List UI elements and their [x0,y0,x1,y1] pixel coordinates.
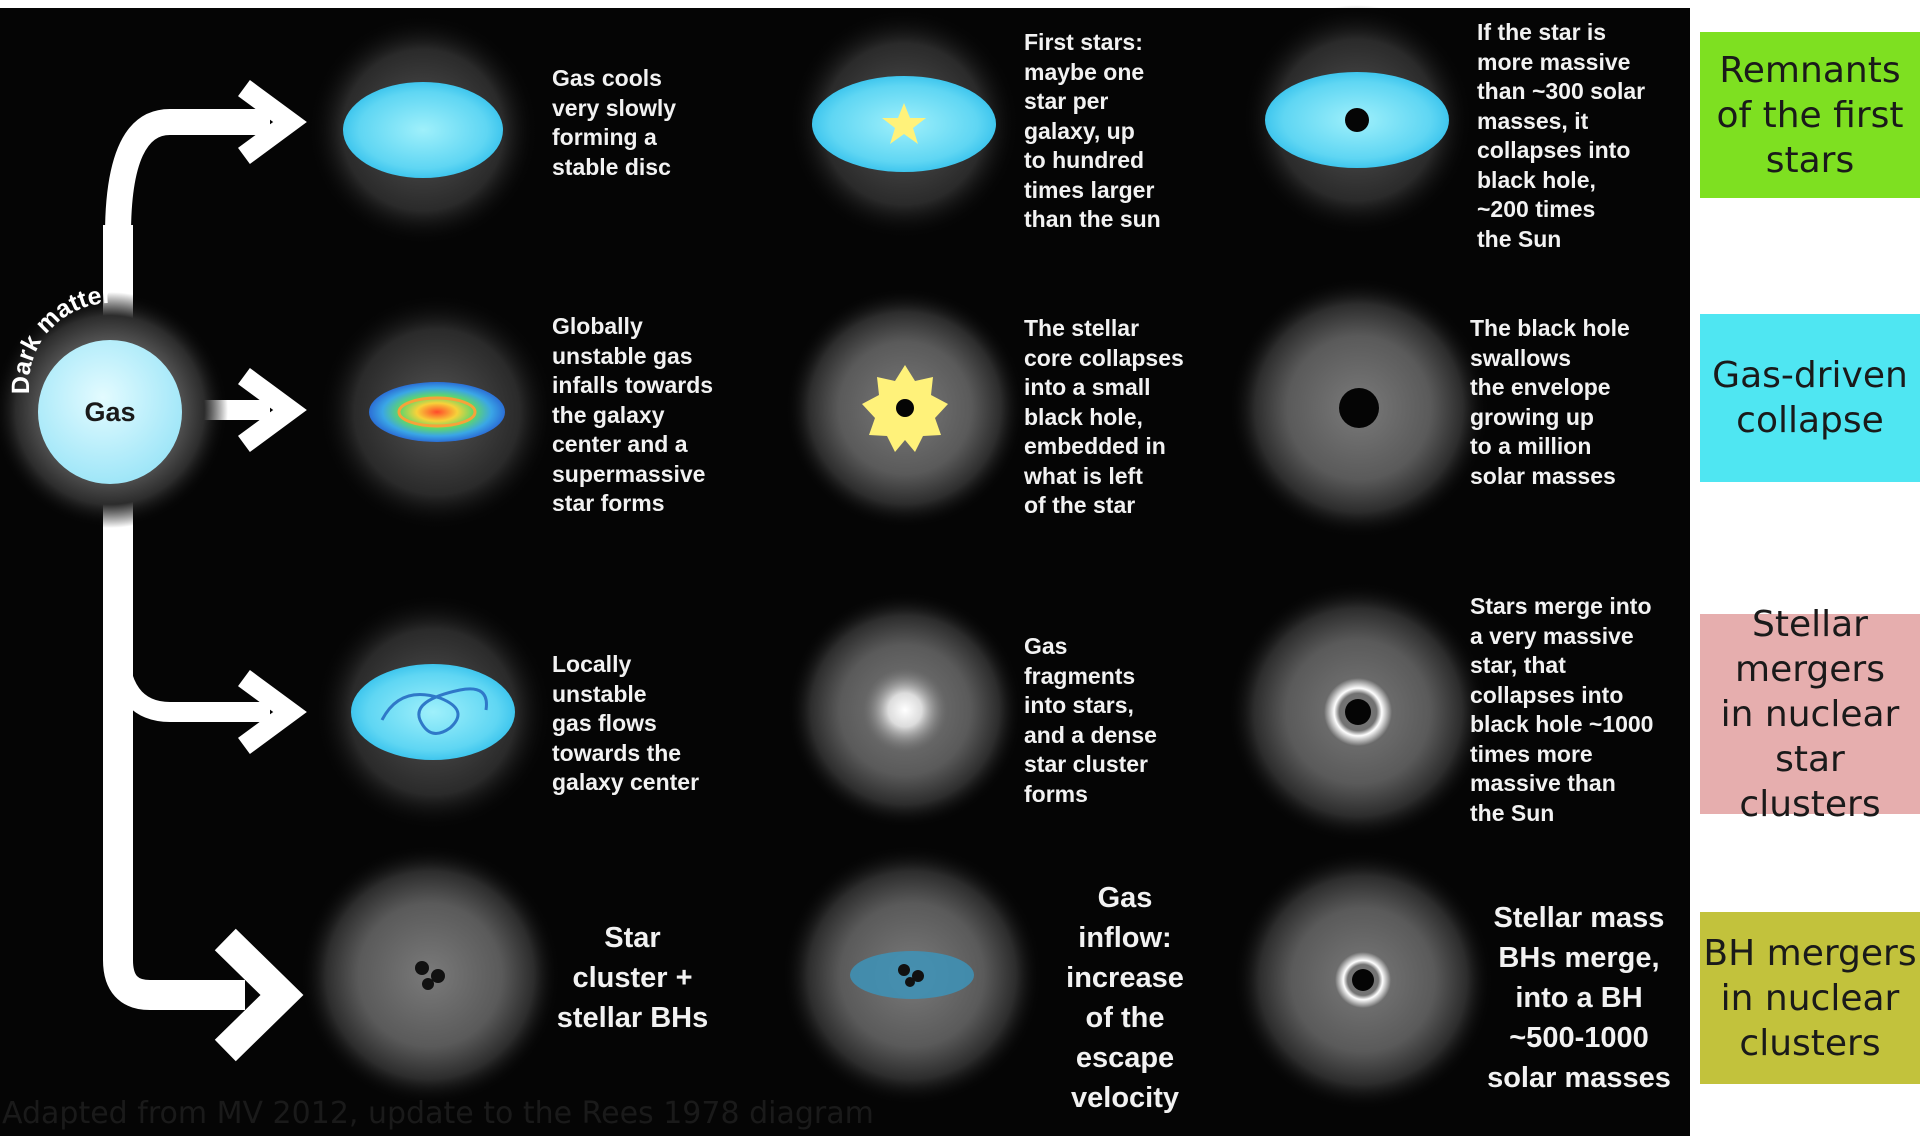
growing-bh [1339,388,1379,428]
stable-disc [343,82,503,178]
row2-col2-text: The stellar core collapses into a small … [1024,315,1184,518]
arrow-branch-row1 [105,109,270,236]
gas-ball [38,340,182,484]
inflow-bhs-2 [912,970,924,982]
tag-gas-driven-collapse: Gas-driven collapse [1700,314,1920,482]
merged-bh [1352,969,1374,991]
star-cluster-bhs-2 [431,969,445,983]
row1-col1-text: Gas cools very slowly forming a stable d… [552,65,677,180]
embedded-bh [896,399,914,417]
arrowhead-row2 [238,368,307,452]
row4-col1-halo [300,845,560,1105]
row1-graphics [308,5,1472,245]
row4-col3-text: Stellar mass BHs merge, into a BH ~500-1… [1487,902,1671,1094]
gas-label: Gas [84,397,135,427]
inflow-bhs-3 [905,977,915,987]
inflow-bhs-1 [898,964,910,976]
disc-spiral [380,687,488,735]
source-caption: Adapted from MV 2012, update to the Rees… [2,1096,874,1131]
row3-col3-text: Stars merge into a very massive star, th… [1470,593,1654,826]
arrowhead-row3 [238,670,307,754]
first-bh [1345,108,1369,132]
tag-stellar-mergers: Stellar mergers in nuclear star clusters [1700,604,1920,825]
gas-inflow-disc [850,951,974,999]
row3-col2-text: Gas fragments into stars, and a dense st… [1024,633,1157,807]
row1-col3-text: If the star is more massive than ~300 so… [1477,19,1646,252]
row2-graphics [319,278,1489,538]
first-star-icon [882,103,926,144]
row1-col2-text: First stars: maybe one star per galaxy, … [1024,29,1161,232]
dense-star-cluster [863,668,947,752]
arrow-heads [214,80,307,1062]
row4-col1-text: Star cluster + stellar BHs [556,922,709,1034]
row4-col2-text: Gas inflow: increase of the escape veloc… [1066,882,1184,1114]
row3-graphics [315,582,1488,842]
row2-col1-text: Globally unstable gas infalls towards th… [552,313,714,516]
star-cluster-bhs-1 [415,961,429,975]
flow-arrows [103,109,270,1010]
origin-node: Dark matter Gas [0,281,228,528]
star-cluster-bhs-3 [422,978,434,990]
arrowhead-row4 [214,928,304,1062]
unstable-disc [369,382,505,442]
cluster-bh [1345,699,1371,725]
row2-col3-text: The black hole swallows the envelope gro… [1470,315,1630,489]
arrowhead-row1 [238,80,307,164]
tag-bh-mergers: BH mergers in nuclear clusters [1700,912,1920,1084]
arrow-branch-row3 [108,639,270,722]
local-unstable-disc [351,664,515,760]
arrow-trunk [103,225,245,1010]
row3-col1-text: Locally unstable gas flows towards the g… [552,651,700,795]
row4-graphics [300,845,1493,1110]
unstable-disc-swirl [397,396,477,428]
tag-remnants-first-stars: Remnants of the first stars [1700,32,1920,198]
